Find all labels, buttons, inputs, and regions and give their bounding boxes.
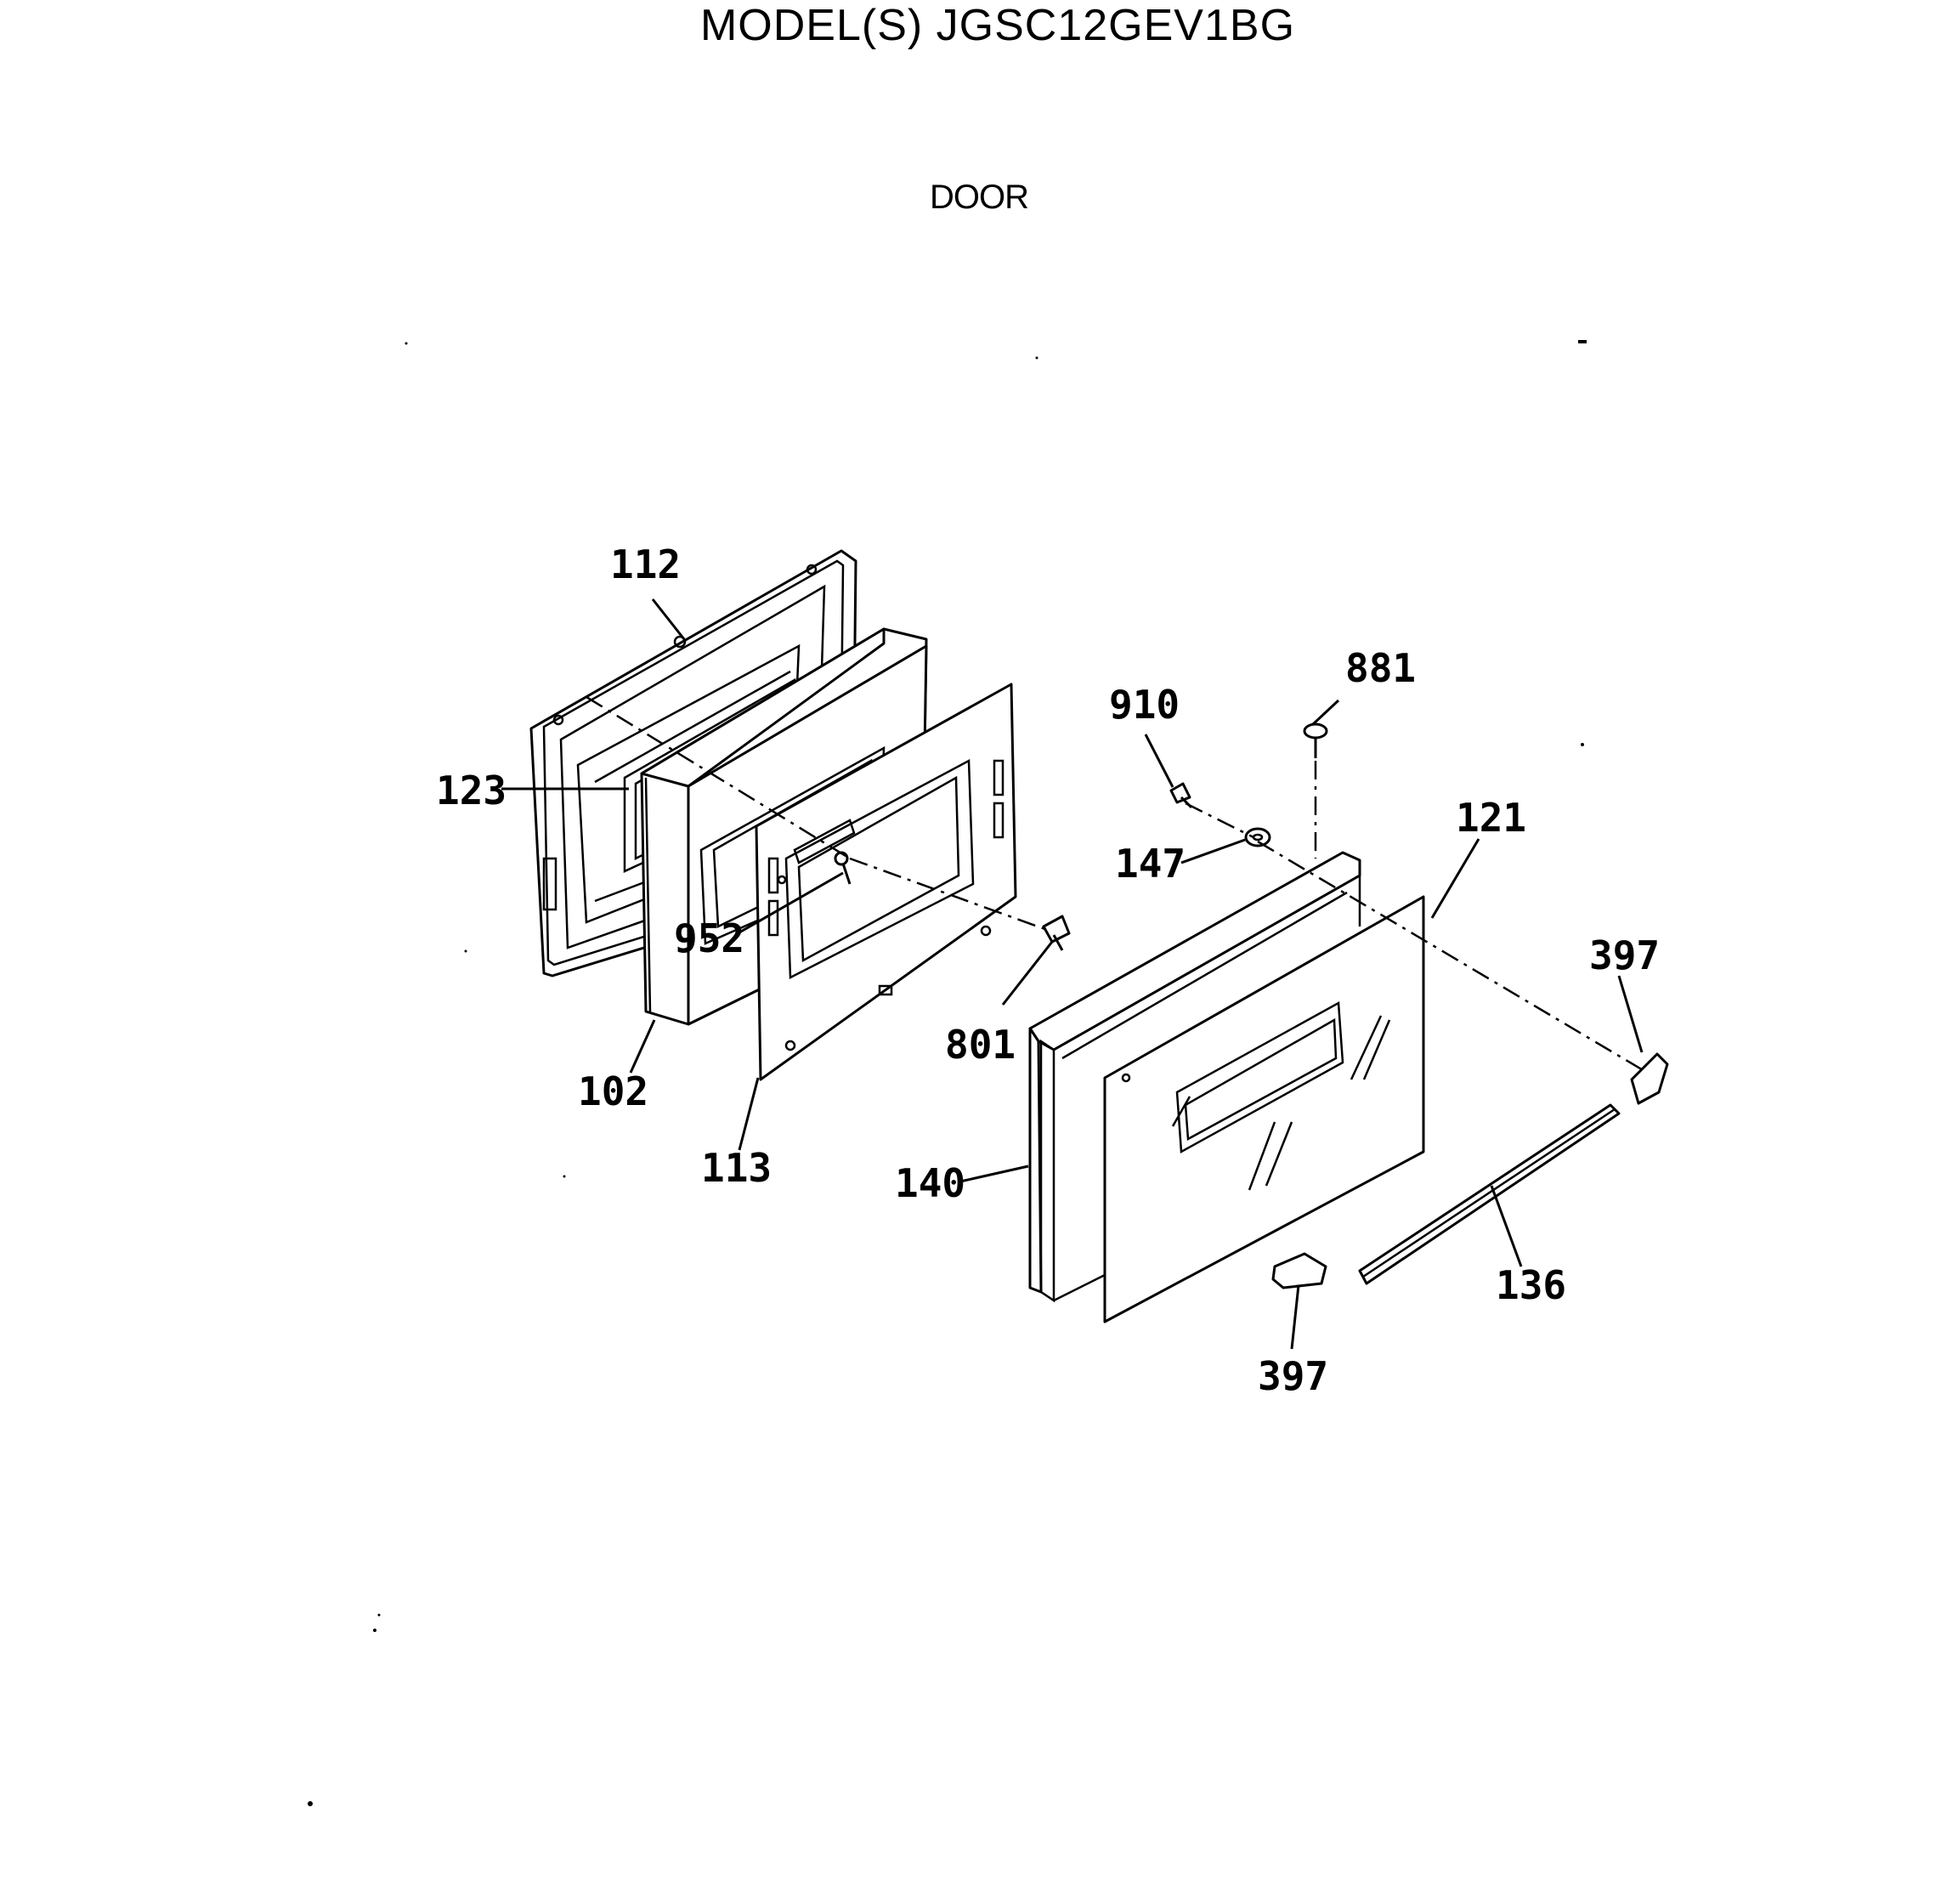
part-147-washer [1244,827,1271,847]
model-title: MODEL(S) JGSC12GEV1BG [699,1,1296,50]
leader-lines [501,598,1644,1350]
callout-140: 140 [895,1160,965,1206]
part-397-end-cap-left [1271,1252,1327,1289]
callout-952: 952 [674,915,744,961]
part-140-outer-door-frame [1028,851,1361,1303]
section-title: DOOR [930,178,1029,216]
scan-specks [308,340,1587,1806]
callout-102: 102 [578,1068,648,1114]
callouts: 112 123 952 102 113 801 910 881 147 121 … [436,541,1660,1399]
callout-113: 113 [701,1145,772,1191]
callout-801: 801 [945,1022,1016,1068]
part-113-inner-door-panel [755,683,1017,1081]
callout-397-top: 397 [1589,932,1660,978]
part-121-outer-glass [1103,895,1425,1323]
part-136-door-handle [1358,1103,1621,1285]
part-881-screw [1303,722,1328,758]
callout-136: 136 [1496,1262,1566,1308]
callout-881: 881 [1345,645,1416,691]
callout-112: 112 [610,541,681,587]
part-397-end-cap-right [1630,1052,1669,1105]
part-801-screw [1042,915,1071,951]
callout-123: 123 [436,768,506,813]
callout-910: 910 [1109,682,1180,728]
callout-121: 121 [1456,795,1526,841]
assembly-lines [586,695,1645,1073]
callout-397-bottom: 397 [1258,1353,1328,1399]
callout-147: 147 [1115,841,1186,887]
